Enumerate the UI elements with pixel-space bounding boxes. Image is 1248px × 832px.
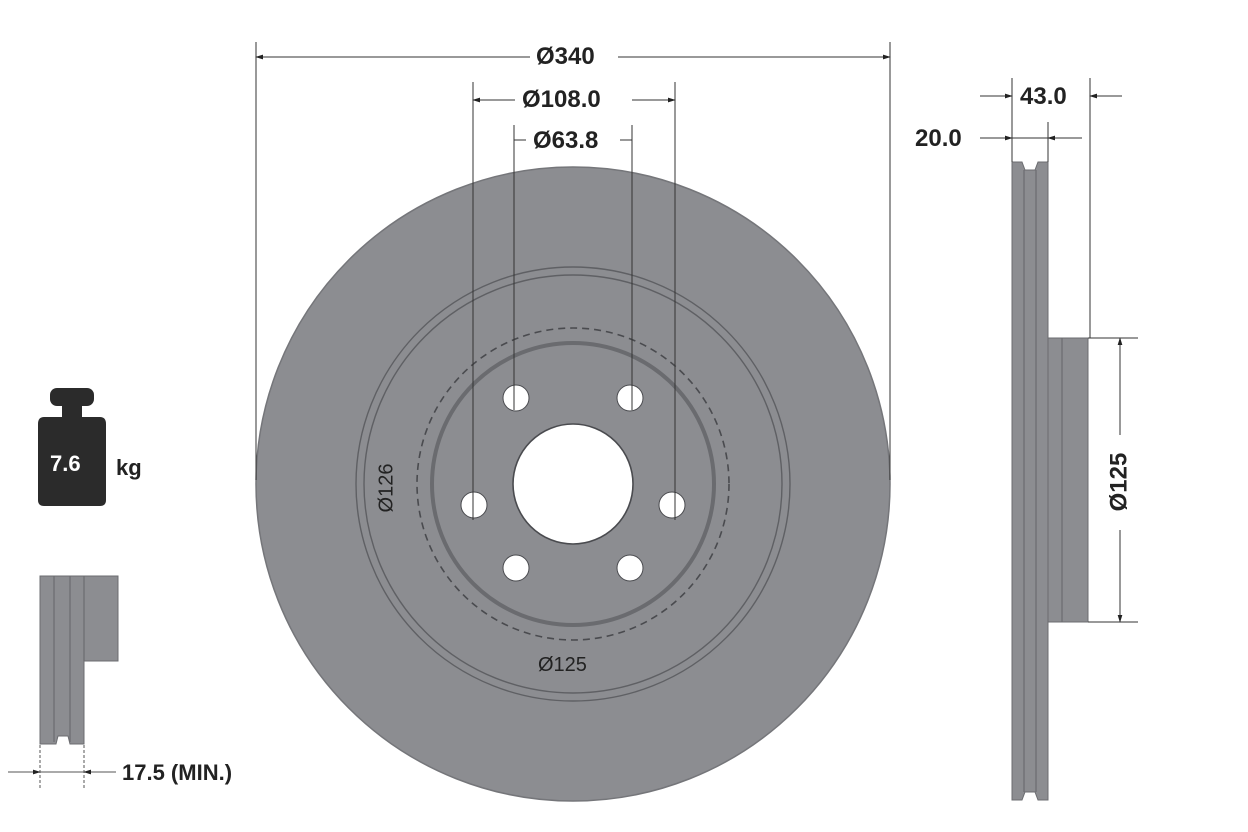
outer-diameter-label: Ø340 <box>530 45 601 69</box>
bolt-holes <box>460 384 686 582</box>
hat-diameter-label-bottom: Ø125 <box>538 654 587 676</box>
hat-diameter-label-left: Ø126 <box>375 463 398 513</box>
front-view-disc <box>255 166 891 802</box>
min-thickness-profile <box>39 575 119 745</box>
side-hat-diameter-label: Ø125 <box>1105 448 1132 516</box>
min-thickness-label: 17.5 (MIN.) <box>122 760 233 785</box>
front-dimension-lines <box>255 42 891 520</box>
weight-icon <box>38 388 106 506</box>
side-view-profile <box>1011 161 1089 801</box>
total-height-label: 43.0 <box>1020 83 1067 110</box>
center-bore-label: Ø63.8 <box>527 129 605 153</box>
weight-value: 7.6 <box>50 451 81 476</box>
min-thickness-dimension <box>8 745 116 790</box>
disc-thickness-label: 20.0 <box>915 125 962 152</box>
side-dimension-lines <box>980 78 1138 623</box>
weight-unit: kg <box>116 455 142 480</box>
bolt-circle-label: Ø108.0 <box>516 88 607 112</box>
